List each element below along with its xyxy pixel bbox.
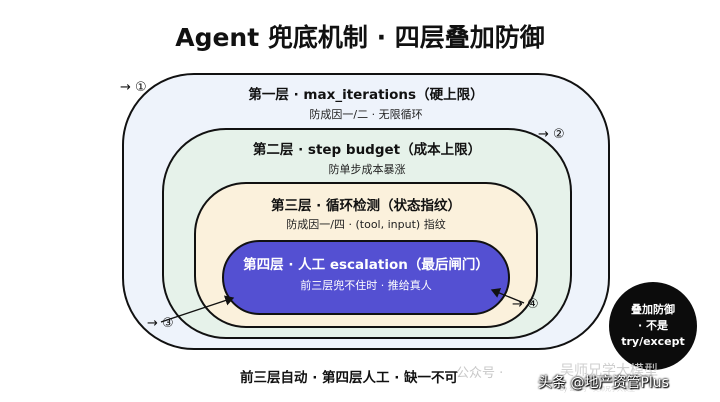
marker-3: → ③: [147, 316, 174, 331]
badge-line-1: 叠加防御: [631, 303, 675, 316]
layer-1-subtitle: 防成因一/二 · 无限循环: [309, 108, 423, 121]
badge-line-2: · 不是: [637, 319, 668, 332]
footer-caption: 前三层自动 · 第四层人工 · 缺一不可: [240, 370, 459, 386]
defense-badge: 叠加防御 · 不是 try/except: [609, 282, 697, 370]
marker-4: → ④: [512, 297, 539, 312]
diagram-title: Agent 兜底机制 · 四层叠加防御: [175, 23, 545, 52]
watermark-bottom: 头条 @地产资管Plus: [538, 375, 669, 391]
layer-2-subtitle: 防单步成本暴涨: [328, 163, 406, 176]
layer-3-title: 第三层 · 循环检测（状态指纹）: [270, 198, 462, 214]
marker-2: → ②: [538, 127, 565, 142]
layer-2-title: 第二层 · step budget（成本上限）: [252, 142, 482, 158]
arrow-4-line: [490, 288, 525, 304]
layer-1-title: 第一层 · max_iterations（硬上限）: [248, 87, 484, 103]
badge-line-3: try/except: [621, 335, 685, 348]
watermark-official: 公众号 ·: [456, 366, 504, 381]
layer-4-title: 第四层 · 人工 escalation（最后闸门）: [243, 257, 489, 273]
layer-3-subtitle: 防成因一/四 · (tool, input) 指纹: [286, 218, 446, 231]
layer-4-box: 第四层 · 人工 escalation（最后闸门） 前三层兜不住时 · 推给真人: [222, 240, 510, 315]
arrow-3-line: [160, 295, 235, 323]
marker-1: → ①: [120, 80, 147, 95]
watermark-small: by 公众号 · 吴师兄学大模型: [560, 386, 635, 393]
watermark-author: 吴师兄学大模型: [560, 363, 658, 379]
layer-4-subtitle: 前三层兜不住时 · 推给真人: [300, 279, 432, 292]
